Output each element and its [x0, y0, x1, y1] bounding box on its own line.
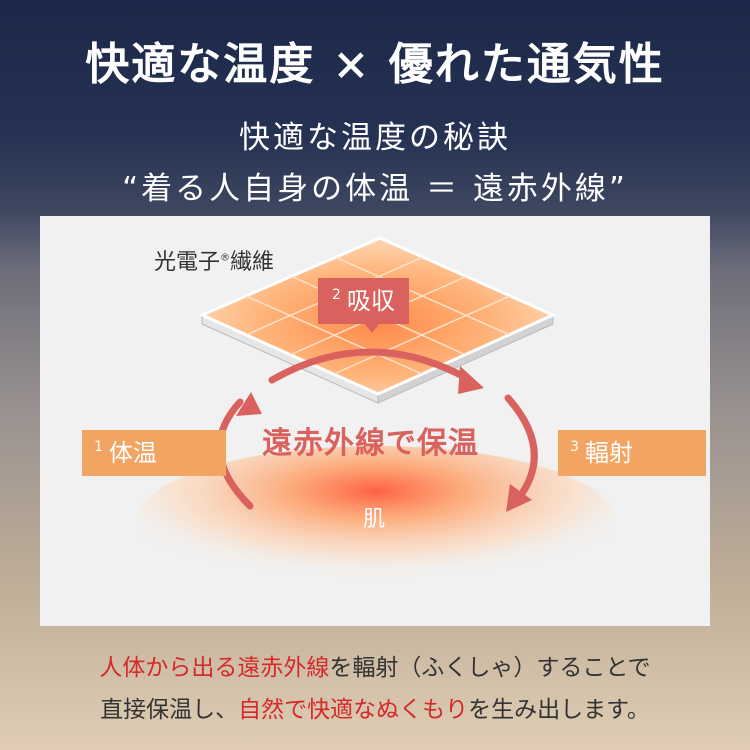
- center-label: 遠赤外線で保温: [262, 426, 479, 461]
- diagram-graphic: [136, 236, 616, 596]
- arrow-left-head: [236, 392, 262, 416]
- fiber-label: 光電子®繊維: [154, 250, 275, 275]
- arrow-top: [268, 348, 474, 384]
- arrow-right: [504, 394, 538, 503]
- main-title: 快適な温度 × 優れた通気性: [85, 39, 665, 90]
- highlight-text: 自然で快適なぬくもり: [238, 697, 469, 723]
- subtitle-line-2: “着る人自身の体温 ＝ 遠赤外線”: [122, 171, 628, 207]
- description-line-2: 直接保温し、自然で快適なぬくもりを生み出します。: [100, 697, 650, 723]
- highlight-text: 人体から出る遠赤外線: [99, 655, 330, 681]
- arrow-top-head: [458, 366, 484, 394]
- tag-pointer: [364, 323, 380, 333]
- description-line-1: 人体から出る遠赤外線を輻射（ふくしゃ）することで: [99, 655, 651, 681]
- arrow-right-head: [506, 484, 532, 512]
- skin-label: 肌: [363, 507, 386, 532]
- subtitle-line-1: 快適な温度の秘訣: [239, 120, 511, 156]
- skin-glow: [136, 446, 616, 596]
